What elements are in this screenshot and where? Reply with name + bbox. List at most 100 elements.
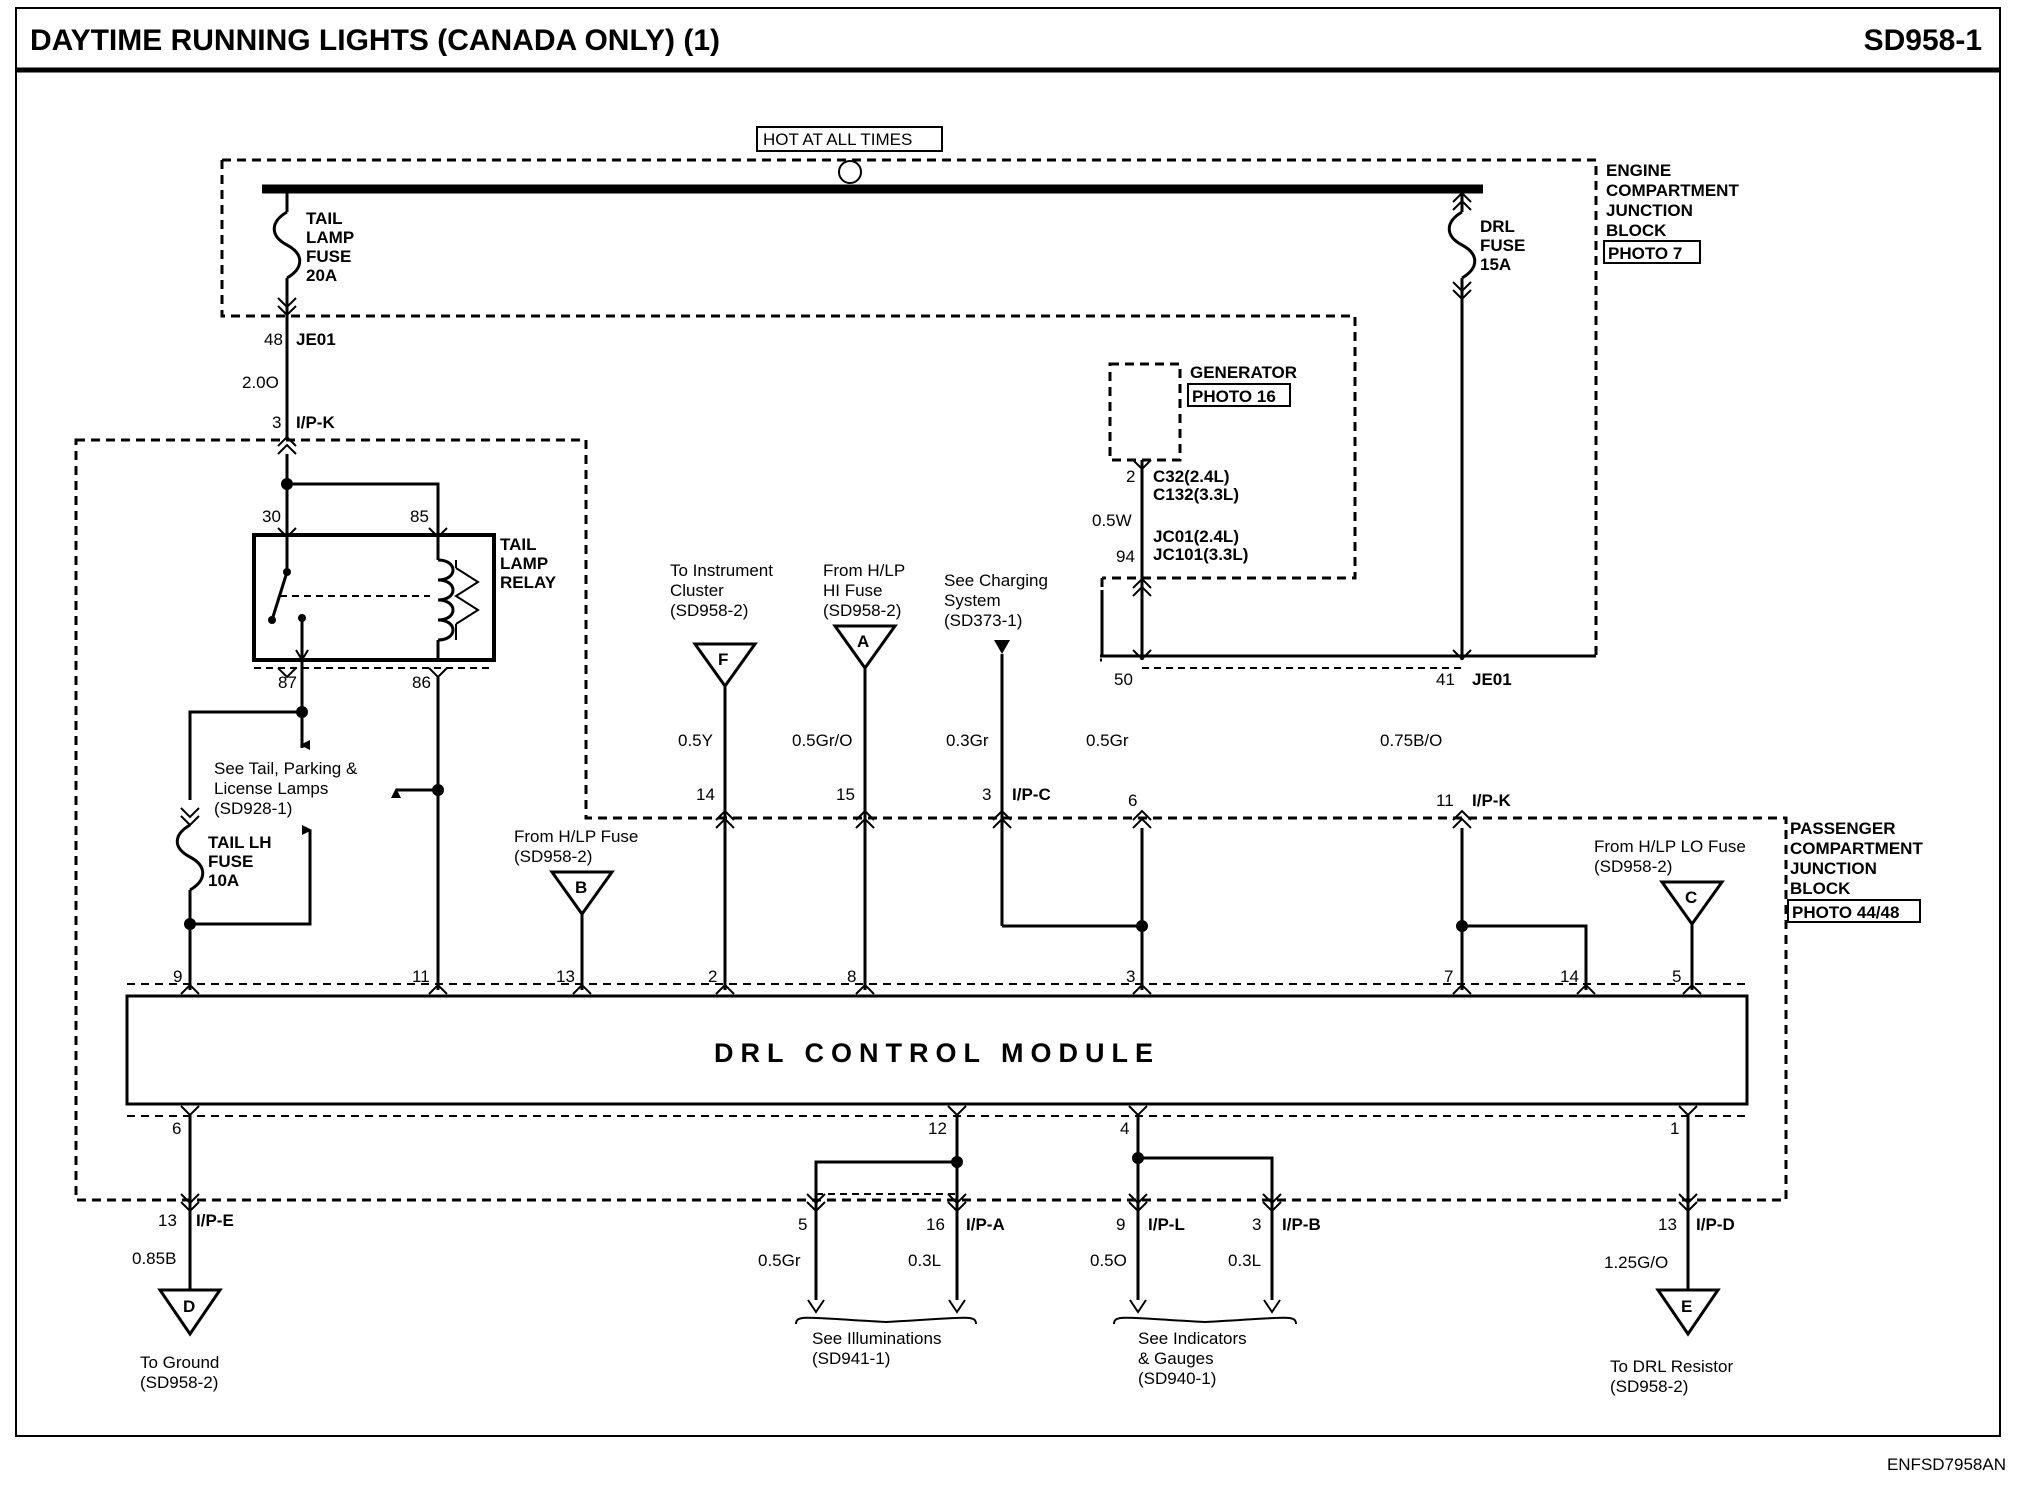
diagram-title: DAYTIME RUNNING LIGHTS (CANADA ONLY) (1) bbox=[30, 24, 720, 57]
engine-block-lower bbox=[1100, 578, 1596, 658]
svg-text:See Charging: See Charging bbox=[944, 571, 1048, 590]
svg-text:10A: 10A bbox=[208, 871, 239, 890]
svg-text:FUSE: FUSE bbox=[1480, 236, 1525, 255]
svg-text:PHOTO 7: PHOTO 7 bbox=[1608, 244, 1682, 263]
svg-text:1.25G/O: 1.25G/O bbox=[1604, 1253, 1668, 1272]
svg-text:F: F bbox=[718, 650, 728, 669]
svg-text:I/P-B: I/P-B bbox=[1282, 1215, 1321, 1234]
svg-text:I/P-C: I/P-C bbox=[1012, 785, 1051, 804]
svg-text:I/P-K: I/P-K bbox=[1472, 791, 1511, 810]
svg-text:7: 7 bbox=[1444, 967, 1453, 986]
svg-text:From H/LP: From H/LP bbox=[823, 561, 905, 580]
hot-label-box bbox=[756, 126, 943, 152]
svg-text:(SD928-1): (SD928-1) bbox=[214, 799, 292, 818]
svg-text:(SD958-2): (SD958-2) bbox=[670, 601, 748, 620]
svg-text:TAIL LH: TAIL LH bbox=[208, 833, 272, 852]
svg-text:(SD958-2): (SD958-2) bbox=[514, 847, 592, 866]
svg-text:To Ground: To Ground bbox=[140, 1353, 219, 1372]
svg-text:GENERATOR: GENERATOR bbox=[1190, 363, 1297, 382]
svg-text:C: C bbox=[1685, 888, 1697, 907]
passenger-junction-block bbox=[74, 438, 1788, 1202]
svg-text:A: A bbox=[857, 632, 869, 651]
svg-text:20A: 20A bbox=[306, 266, 337, 285]
svg-text:I/P-A: I/P-A bbox=[966, 1215, 1005, 1234]
module-bottom-pins: 6 12 4 1 13 I/P-E 0.85B 5 16 I/P-A 0.5Gr… bbox=[132, 1105, 1735, 1325]
svg-text:(SD958-2): (SD958-2) bbox=[1610, 1377, 1688, 1396]
svg-text:0.85B: 0.85B bbox=[132, 1249, 176, 1268]
svg-text:0.75B/O: 0.75B/O bbox=[1380, 731, 1442, 750]
svg-text:E: E bbox=[1681, 1297, 1692, 1316]
svg-text:C32(2.4L): C32(2.4L) bbox=[1153, 467, 1230, 486]
svg-text:14: 14 bbox=[696, 785, 715, 804]
ground-offpage: D To Ground (SD958-2) bbox=[140, 1288, 223, 1392]
svg-text:To DRL Resistor: To DRL Resistor bbox=[1610, 1357, 1733, 1376]
svg-text:RELAY: RELAY bbox=[500, 573, 557, 592]
tail-lh-fuse: TAIL LH FUSE 10A bbox=[175, 807, 272, 990]
engine-block-label: ENGINE COMPARTMENT JUNCTION BLOCK PHOTO … bbox=[1603, 161, 1739, 264]
svg-text:4: 4 bbox=[1120, 1119, 1129, 1138]
svg-text:11: 11 bbox=[412, 967, 430, 986]
svg-text:12: 12 bbox=[928, 1119, 947, 1138]
svg-text:See Indicators: See Indicators bbox=[1138, 1329, 1247, 1348]
bus-connection-point bbox=[838, 160, 862, 184]
svg-text:PASSENGER: PASSENGER bbox=[1790, 819, 1896, 838]
svg-text:30: 30 bbox=[262, 507, 281, 526]
svg-text:6: 6 bbox=[1128, 791, 1137, 810]
svg-text:0.3Gr: 0.3Gr bbox=[946, 731, 989, 750]
hlp-lo-input: From H/LP LO Fuse (SD958-2) C bbox=[1594, 837, 1746, 990]
engine-junction-block bbox=[220, 158, 1598, 662]
svg-text:FUSE: FUSE bbox=[208, 852, 253, 871]
footer-code: ENFSD7958AN bbox=[1887, 1455, 2006, 1474]
svg-text:From H/LP LO Fuse: From H/LP LO Fuse bbox=[1594, 837, 1746, 856]
svg-text:(SD958-2): (SD958-2) bbox=[1594, 857, 1672, 876]
svg-text:2: 2 bbox=[708, 967, 717, 986]
generator: GENERATOR PHOTO 16 2 C32(2.4L) C132(3.3L… bbox=[1092, 362, 1472, 661]
svg-text:5: 5 bbox=[1672, 967, 1681, 986]
svg-text:15A: 15A bbox=[1480, 255, 1511, 274]
svg-text:11: 11 bbox=[1436, 791, 1454, 810]
ipk-connector bbox=[277, 435, 297, 455]
svg-text:0.5O: 0.5O bbox=[1090, 1251, 1127, 1270]
svg-text:From H/LP Fuse: From H/LP Fuse bbox=[514, 827, 638, 846]
tail-parking-ref: See Tail, Parking & License Lamps (SD928… bbox=[214, 759, 358, 818]
drl-fuse: DRL FUSE 15A bbox=[1447, 189, 1525, 660]
svg-text:87: 87 bbox=[278, 673, 297, 692]
svg-text:2: 2 bbox=[1126, 467, 1135, 486]
svg-text:(SD958-2): (SD958-2) bbox=[140, 1373, 218, 1392]
svg-text:3: 3 bbox=[1252, 1215, 1261, 1234]
relay-output-wiring bbox=[188, 660, 448, 990]
svg-text:LAMP: LAMP bbox=[500, 554, 548, 573]
module-top-pins: 9 11 13 2 8 3 7 14 5 bbox=[173, 828, 1702, 995]
svg-text:HI Fuse: HI Fuse bbox=[823, 581, 883, 600]
svg-text:System: System bbox=[944, 591, 1001, 610]
svg-text:D: D bbox=[183, 1297, 195, 1316]
ipk-pin3: 3 bbox=[272, 413, 281, 432]
upper-feeds: F To Instrument Cluster (SD958-2) A From… bbox=[670, 561, 1588, 990]
pin41: 41 bbox=[1436, 670, 1455, 689]
svg-text:9: 9 bbox=[1116, 1215, 1125, 1234]
svg-text:B: B bbox=[575, 878, 587, 897]
svg-text:JC01(2.4L): JC01(2.4L) bbox=[1153, 527, 1239, 546]
svg-text:PHOTO 44/48: PHOTO 44/48 bbox=[1792, 903, 1899, 922]
svg-text:85: 85 bbox=[410, 507, 429, 526]
svg-text:(SD958-2): (SD958-2) bbox=[823, 601, 901, 620]
passenger-block-label: PASSENGER COMPARTMENT JUNCTION BLOCK PHO… bbox=[1787, 819, 1923, 923]
svg-text:LAMP: LAMP bbox=[306, 228, 354, 247]
svg-text:DRL: DRL bbox=[1480, 217, 1515, 236]
svg-text:0.5Gr: 0.5Gr bbox=[1086, 731, 1129, 750]
page-id: SD958-1 bbox=[1864, 24, 1982, 57]
je01-pin48: 48 bbox=[264, 330, 283, 349]
svg-text:94: 94 bbox=[1116, 547, 1135, 566]
svg-text:0.3L: 0.3L bbox=[1228, 1251, 1261, 1270]
svg-text:0.5Gr: 0.5Gr bbox=[758, 1251, 801, 1270]
hot-label: HOT AT ALL TIMES bbox=[763, 130, 912, 149]
drl-control-module bbox=[125, 994, 1749, 1106]
svg-text:PHOTO 16: PHOTO 16 bbox=[1192, 387, 1276, 406]
drl-resistor-offpage: E To DRL Resistor (SD958-2) bbox=[1610, 1288, 1733, 1396]
svg-text:To Instrument: To Instrument bbox=[670, 561, 773, 580]
hlp-fuse-input: From H/LP Fuse (SD958-2) B bbox=[514, 827, 638, 990]
svg-text:13: 13 bbox=[1658, 1215, 1677, 1234]
wire-tail-color: 2.0O bbox=[242, 373, 279, 392]
svg-text:BLOCK: BLOCK bbox=[1790, 879, 1851, 898]
pin50: 50 bbox=[1114, 670, 1133, 689]
